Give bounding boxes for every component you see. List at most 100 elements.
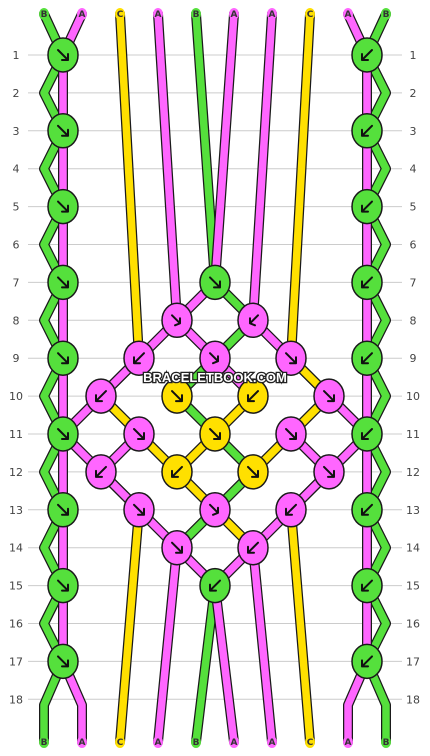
strand-end: [229, 8, 239, 20]
knot: [237, 454, 269, 490]
knot-arrow-icon: [171, 541, 183, 554]
knot-arrow-icon: [285, 428, 297, 440]
knot-arrow-icon: [361, 579, 373, 592]
knot: [351, 264, 383, 301]
knot-arrow-icon: [57, 655, 69, 668]
knot-arrow-icon: [57, 503, 69, 516]
strand-label-bottom: A: [155, 738, 162, 748]
knot-arrow-icon: [361, 352, 373, 365]
strand-label-top: A: [79, 10, 86, 20]
strand-label-top: B: [41, 10, 48, 20]
knot-arrow-icon: [247, 390, 259, 403]
strand-label-bottom: A: [345, 738, 352, 748]
knot: [275, 340, 307, 376]
row-number-left: 2: [13, 87, 20, 100]
knot-arrow-icon: [361, 276, 373, 289]
knot-arrow-icon: [95, 390, 107, 403]
row-number-left: 8: [13, 314, 20, 327]
strand-end: [39, 736, 49, 748]
row-number-right: 5: [410, 201, 417, 214]
knot-arrow-icon: [209, 428, 221, 440]
knot-arrow-icon: [285, 503, 297, 516]
knot: [47, 188, 79, 225]
strand-end: [267, 8, 277, 20]
row-number-right: 9: [410, 352, 417, 365]
row-number-right: 4: [410, 163, 417, 176]
row-number-left: 5: [13, 201, 20, 214]
knot: [199, 340, 231, 376]
strand-label-top: B: [383, 10, 390, 20]
row-number-left: 15: [9, 580, 23, 593]
knot: [351, 492, 383, 528]
knot-arrow-icon: [57, 200, 69, 213]
knot: [85, 454, 117, 490]
strand-pink: [211, 581, 238, 746]
row-number-left: 11: [9, 428, 23, 441]
knot: [47, 113, 79, 149]
strand-pink: [154, 543, 181, 746]
knot-arrow-icon: [361, 49, 373, 61]
strand-end: [77, 736, 87, 748]
knot-arrow-icon: [323, 465, 335, 478]
knot: [199, 492, 231, 528]
knot: [161, 454, 193, 490]
knot: [47, 37, 79, 73]
row-number-left: 6: [13, 239, 20, 252]
knot: [47, 416, 79, 452]
knot-arrow-icon: [57, 124, 69, 137]
knot: [237, 529, 269, 566]
row-number-left: 18: [9, 693, 23, 706]
knot: [351, 37, 383, 73]
knot-arrow-icon: [171, 465, 183, 478]
row-number-left: 1: [13, 49, 20, 62]
strand-label-top: A: [345, 10, 352, 20]
strand-label-top: A: [231, 10, 238, 20]
strand-label-bottom: B: [193, 738, 200, 748]
strand-end: [343, 8, 353, 20]
knot-arrow-icon: [133, 352, 145, 365]
knot: [351, 643, 383, 680]
knot: [313, 454, 345, 490]
knot: [351, 113, 383, 149]
strand-outline: [172, 9, 258, 402]
strand-green: [173, 10, 257, 400]
knot-arrow-icon: [133, 428, 145, 440]
knot-arrow-icon: [209, 579, 221, 592]
knot: [85, 378, 117, 414]
strand-pink: [173, 10, 257, 400]
knot-arrow-icon: [361, 124, 373, 137]
knot: [47, 340, 79, 376]
knot: [123, 492, 155, 528]
knot: [313, 378, 345, 414]
strand-label-bottom: A: [231, 738, 238, 748]
row-number-left: 14: [9, 542, 23, 555]
knot: [199, 567, 231, 604]
knot-arrow-icon: [361, 655, 373, 668]
knot: [199, 416, 231, 452]
row-number-right: 16: [406, 618, 420, 631]
knot: [161, 302, 193, 339]
strand-label-bottom: C: [117, 738, 124, 748]
row-number-left: 10: [9, 390, 23, 403]
knot: [123, 416, 155, 452]
knot-arrow-icon: [57, 352, 69, 365]
knot-arrow-icon: [361, 428, 373, 440]
strand-end: [115, 736, 125, 748]
knot-arrow-icon: [247, 541, 259, 554]
knot-arrow-icon: [249, 314, 259, 327]
strand-label-top: C: [117, 10, 124, 20]
strand-end: [115, 8, 125, 20]
row-number-left: 16: [9, 618, 23, 631]
row-number-left: 17: [9, 655, 23, 668]
row-number-right: 7: [410, 276, 417, 289]
strand-end: [381, 736, 391, 748]
knot-arrow-icon: [285, 352, 297, 365]
strand-label-top: A: [155, 10, 162, 20]
knot-arrow-icon: [57, 276, 69, 289]
strand-end: [191, 736, 201, 748]
knot: [161, 529, 193, 566]
knot: [237, 302, 269, 339]
strand-end: [153, 736, 163, 748]
row-number-right: 18: [406, 693, 420, 706]
strand-end: [305, 736, 315, 748]
